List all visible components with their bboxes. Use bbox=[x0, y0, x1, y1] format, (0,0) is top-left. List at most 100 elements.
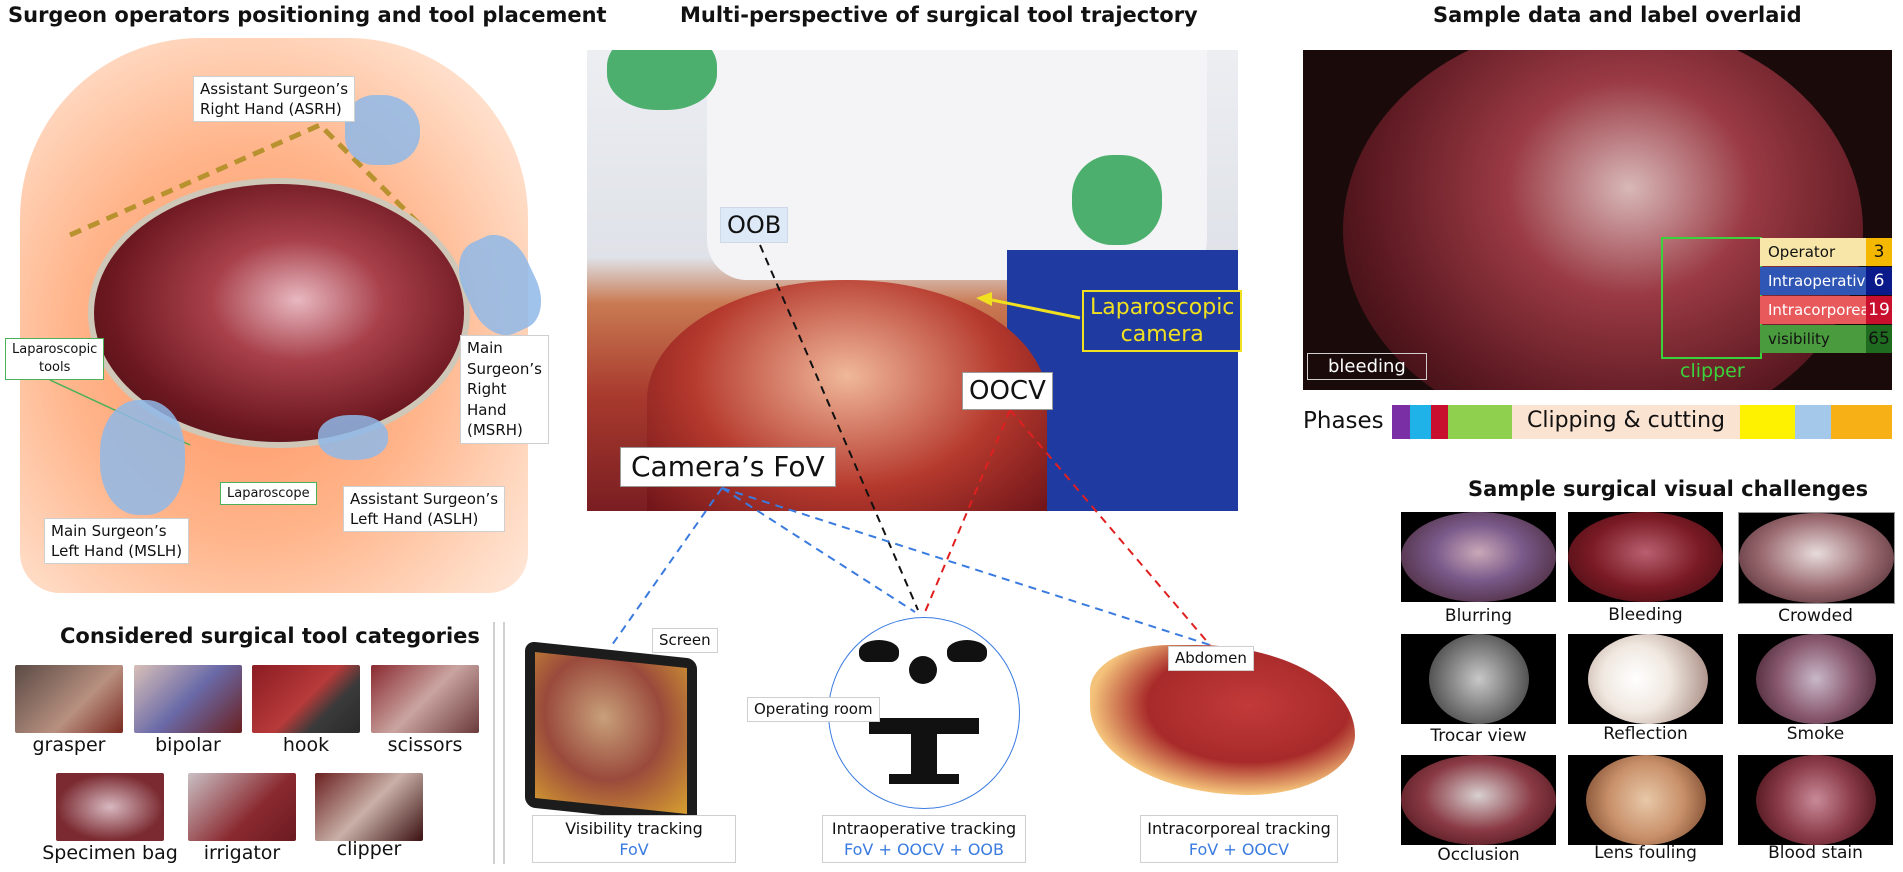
visual-challenges-title: Sample surgical visual challenges bbox=[1468, 477, 1869, 501]
visibility-tracking-title: Visibility tracking bbox=[565, 819, 703, 838]
operating-room-circle bbox=[828, 617, 1020, 809]
tool-caption: Specimen bag bbox=[42, 842, 178, 864]
phase-segment bbox=[1740, 405, 1795, 439]
oocv-label: OOCV bbox=[962, 372, 1053, 410]
laparoscope-label: Laparoscope bbox=[220, 482, 317, 505]
challenge-caption: Reflection bbox=[1603, 724, 1688, 744]
divider bbox=[493, 622, 495, 864]
clipper-box-label: clipper bbox=[1680, 360, 1745, 382]
challenge-image-lens-fouling bbox=[1568, 755, 1723, 845]
intraoperative-tracking-sub: FoV + OOCV + OOB bbox=[844, 840, 1004, 859]
phase-segment bbox=[1795, 405, 1831, 439]
challenge-image-occlusion bbox=[1401, 755, 1556, 845]
middle-panel-title: Multi-perspective of surgical tool traje… bbox=[680, 3, 1198, 27]
tool-image-hook bbox=[252, 665, 360, 733]
stat-value: 6 bbox=[1866, 267, 1892, 295]
screen-label: Screen bbox=[652, 628, 718, 653]
challenge-caption: Blood stain bbox=[1768, 843, 1863, 863]
stat-operator: Operator 3 bbox=[1760, 238, 1892, 266]
aslh-label: Assistant Surgeon’s Left Hand (ASLH) bbox=[343, 486, 506, 532]
surgical-lamp-icon bbox=[947, 640, 987, 662]
intracorporeal-tracking-sub: FoV + OOCV bbox=[1188, 840, 1290, 859]
stat-label: Intraoperative bbox=[1768, 272, 1875, 290]
phases-label: Phases bbox=[1303, 408, 1384, 434]
tool-caption: scissors bbox=[387, 734, 463, 756]
challenge-caption: Occlusion bbox=[1437, 845, 1520, 865]
msrh-label: Main Surgeon’s Right Hand (MSRH) bbox=[460, 335, 549, 444]
hand-icon bbox=[100, 400, 185, 515]
tool-image-bipolar bbox=[134, 665, 242, 733]
phase-segment-active bbox=[1512, 405, 1740, 439]
laparoscopic-tools-label: Laparoscopic tools bbox=[5, 338, 105, 380]
surgeon-icon bbox=[909, 656, 937, 684]
stat-intraoperative: Intraoperative 6 bbox=[1760, 267, 1892, 295]
challenge-caption: Lens fouling bbox=[1594, 843, 1697, 863]
phase-segment bbox=[1410, 405, 1431, 439]
tool-image-grasper bbox=[15, 665, 123, 733]
visibility-tracking-sub: FoV bbox=[619, 840, 649, 859]
clipper-bounding-box bbox=[1661, 237, 1762, 359]
tool-caption: clipper bbox=[336, 838, 402, 860]
stat-label: visibility bbox=[1768, 330, 1830, 348]
tool-categories-title: Considered surgical tool categories bbox=[60, 624, 480, 648]
stat-label: Operator bbox=[1768, 243, 1836, 261]
intracorporeal-tracking-box: Intracorporeal tracking FoV + OOCV bbox=[1140, 815, 1338, 863]
stat-value: 3 bbox=[1866, 238, 1892, 266]
operating-room-label: Operating room bbox=[747, 697, 880, 722]
challenge-caption: Bleeding bbox=[1608, 605, 1683, 625]
tool-image-specimen-bag bbox=[56, 773, 164, 841]
phase-segment bbox=[1392, 405, 1410, 439]
stat-label: Intracorporeal bbox=[1768, 301, 1874, 319]
challenge-image-trocar-view bbox=[1401, 634, 1556, 724]
visibility-tracking-box: Visibility tracking FoV bbox=[532, 815, 736, 863]
screen-monitor-illustration bbox=[525, 640, 697, 826]
tool-caption: hook bbox=[282, 734, 330, 756]
laparoscopic-camera-label: Laparoscopic camera bbox=[1082, 290, 1243, 352]
challenge-image-smoke bbox=[1738, 634, 1893, 724]
active-phase-label: Clipping & cutting bbox=[1527, 408, 1725, 433]
divider bbox=[503, 622, 505, 864]
challenge-image-crowded bbox=[1738, 512, 1895, 604]
right-panel-title: Sample data and label overlaid bbox=[1433, 3, 1802, 27]
challenge-image-blurring bbox=[1401, 512, 1556, 602]
asrh-label: Assistant Surgeon’s Right Hand (ASRH) bbox=[193, 76, 356, 122]
tool-image-irrigator bbox=[188, 773, 296, 841]
operating-table-icon bbox=[911, 734, 937, 774]
green-glove bbox=[1072, 155, 1162, 245]
stat-visibility: visibility 65 bbox=[1760, 325, 1892, 353]
challenge-caption: Trocar view bbox=[1430, 726, 1527, 746]
mslh-label: Main Surgeon’s Left Hand (MSLH) bbox=[44, 518, 190, 564]
tool-caption: irrigator bbox=[203, 842, 281, 864]
bleeding-tag: bleeding bbox=[1307, 353, 1427, 380]
stat-intracorporeal: Intracorporeal 19 bbox=[1760, 296, 1892, 324]
intraoperative-tracking-title: Intraoperative tracking bbox=[831, 819, 1017, 838]
challenge-caption: Smoke bbox=[1786, 724, 1845, 744]
operating-table-icon bbox=[889, 774, 959, 784]
surgical-lamp-icon bbox=[859, 640, 899, 662]
challenge-image-bleeding bbox=[1568, 512, 1723, 602]
hand-icon bbox=[345, 95, 420, 165]
phase-segment bbox=[1448, 405, 1512, 439]
intracorporeal-tracking-title: Intracorporeal tracking bbox=[1147, 819, 1331, 838]
phase-segment bbox=[1431, 405, 1448, 439]
phase-segment bbox=[1831, 405, 1892, 439]
operating-table-icon bbox=[869, 718, 979, 734]
challenge-caption: Blurring bbox=[1444, 606, 1513, 626]
tool-caption: grasper bbox=[32, 734, 106, 756]
green-glove bbox=[607, 50, 717, 110]
oob-label: OOB bbox=[720, 207, 789, 243]
intraoperative-tracking-box: Intraoperative tracking FoV + OOCV + OOB bbox=[822, 815, 1026, 863]
tool-image-clipper bbox=[315, 773, 423, 841]
tool-image-scissors bbox=[371, 665, 479, 733]
stat-value: 19 bbox=[1866, 296, 1892, 324]
tool-caption: bipolar bbox=[155, 734, 221, 756]
camera-fov-label: Camera’s FoV bbox=[620, 447, 836, 487]
left-panel-title: Surgeon operators positioning and tool p… bbox=[8, 3, 607, 27]
hand-icon bbox=[318, 415, 388, 460]
challenge-image-blood-stain bbox=[1738, 755, 1893, 845]
challenge-caption: Crowded bbox=[1778, 606, 1853, 626]
challenge-image-reflection bbox=[1568, 634, 1723, 724]
abdomen-label: Abdomen bbox=[1168, 646, 1254, 671]
stat-value: 65 bbox=[1866, 325, 1892, 353]
